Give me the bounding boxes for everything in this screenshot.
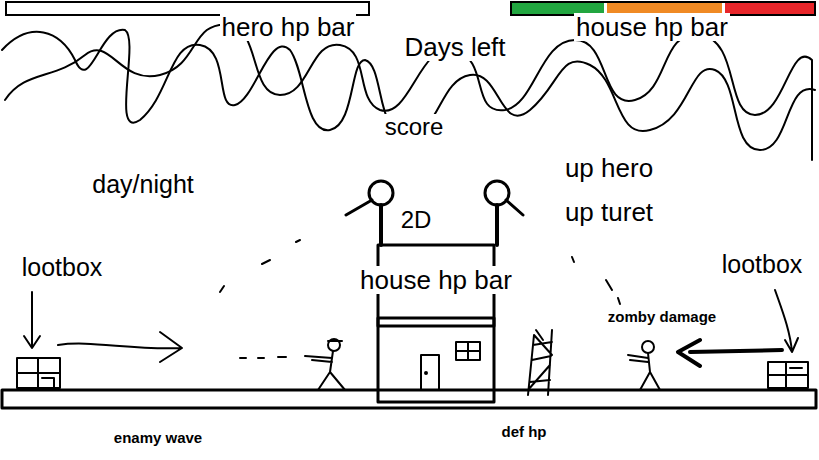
crate-lines <box>17 358 60 388</box>
house-window <box>456 342 480 360</box>
turret-pole <box>381 205 497 245</box>
zombie-damage: zomby damage <box>606 309 718 326</box>
day-night: day/night <box>90 171 195 199</box>
bullet-trail <box>240 357 286 358</box>
upgrade-turret: up turet <box>563 198 655 227</box>
lootbox-crate <box>768 362 808 388</box>
zombie-body <box>628 353 660 390</box>
wave-arrow <box>678 340 782 366</box>
bar-title: house hp bar <box>574 13 730 42</box>
house-hp: house hp bar <box>358 266 514 295</box>
hp-bar: hero hp bar <box>5 1 370 16</box>
defence-fence <box>528 330 552 395</box>
scribble <box>5 25 812 160</box>
turret-head <box>369 181 393 205</box>
projectile-dash <box>220 240 620 304</box>
bar-title: hero hp bar <box>220 13 357 42</box>
dimension-note: 2D <box>399 207 434 233</box>
days-left: Days left <box>402 33 507 62</box>
leader-arrow <box>24 292 40 348</box>
house-door <box>421 355 439 390</box>
window-cross <box>456 342 480 360</box>
door-knob <box>425 372 427 374</box>
score: score <box>383 114 446 140</box>
zombie-head <box>642 341 654 353</box>
bar-segment <box>722 3 814 14</box>
lootbox-label: lootbox <box>20 254 105 282</box>
leader-arrow <box>775 290 798 352</box>
ground <box>2 390 816 408</box>
wave-arrow <box>58 332 182 362</box>
hero-body <box>305 341 345 390</box>
defence-hp: def hp <box>500 424 549 441</box>
upgrade-hero: up hero <box>563 154 655 183</box>
hp-bar: house hp bar <box>510 1 816 16</box>
turret-gun <box>346 200 523 215</box>
enemy-wave: enamy wave <box>112 430 204 447</box>
crate-lines <box>768 362 808 388</box>
house-floor-band <box>378 318 494 326</box>
lootbox-label: lootbox <box>720 251 805 279</box>
lootbox-crate <box>17 358 60 388</box>
